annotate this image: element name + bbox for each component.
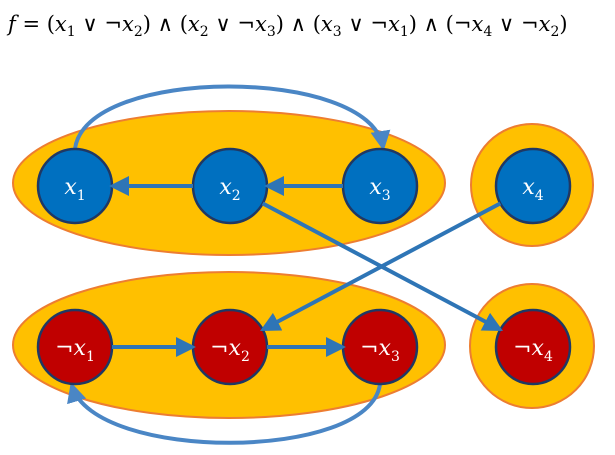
node-label-x3: x3 [369, 175, 390, 204]
edge-x4-to-nx2 [260, 201, 502, 332]
curved-edges-layer [67, 84, 391, 445]
variable-subscript: 4 [544, 349, 553, 365]
edges-layer [109, 176, 503, 357]
negation-symbol: ¬ [360, 336, 378, 361]
variable-symbol: x [522, 175, 535, 200]
variable-subscript: 3 [382, 188, 391, 204]
variable-symbol: x [532, 336, 545, 361]
node-label-x1: x1 [64, 175, 85, 204]
node-label-nx3: ¬x3 [360, 336, 400, 365]
node-nx3: ¬x3 [341, 308, 419, 386]
negation-symbol: ¬ [55, 336, 73, 361]
edge-x1-to-x3 [73, 84, 391, 151]
formula-close: ) [559, 12, 568, 36]
variable-node-icon [494, 147, 572, 225]
variable-subscript: 2 [232, 188, 241, 204]
formula-clause-1: x1 ∨ ¬x2 [54, 12, 143, 41]
edge-nx3-to-nx1 [67, 382, 382, 445]
node-x2: x2 [191, 147, 269, 225]
formula-title: f = (x1 ∨ ¬x2) ∧ (x2 ∨ ¬x3) ∧ (x3 ∨ ¬x1)… [8, 4, 608, 44]
node-label-nx2: ¬x2 [210, 336, 250, 365]
node-label-x4: x4 [522, 175, 543, 204]
node-nx2: ¬x2 [191, 308, 269, 386]
formula-and-1: ) ∧ ( [142, 12, 188, 36]
node-x1: x1 [36, 147, 114, 225]
formula-clause-3: x3 ∨ ¬x1 [320, 12, 409, 41]
node-label-x2: x2 [219, 175, 240, 204]
formula-clause-2: x2 ∨ ¬x3 [187, 12, 276, 41]
node-x3: x3 [341, 147, 419, 225]
node-nx4: ¬x4 [494, 308, 572, 386]
formula-function-name: f [8, 12, 16, 36]
variable-symbol: x [369, 175, 382, 200]
variable-symbol: x [64, 175, 77, 200]
negation-symbol: ¬ [513, 336, 531, 361]
node-label-nx1: ¬x1 [55, 336, 95, 365]
variable-subscript: 3 [391, 349, 400, 365]
node-label-nx4: ¬x4 [513, 336, 553, 365]
node-x4: x4 [494, 147, 572, 225]
formula-and-2: ) ∧ ( [275, 12, 321, 36]
formula-equals: = ( [15, 12, 55, 36]
literal-node-icon [494, 308, 572, 386]
variable-subscript: 1 [86, 349, 95, 365]
variable-symbol: x [74, 336, 87, 361]
node-nx1: ¬x1 [36, 308, 114, 386]
negation-symbol: ¬ [210, 336, 228, 361]
formula-and-3: ) ∧ ( [408, 12, 454, 36]
formula-clause-4: ¬x4 ∨ ¬x2 [453, 12, 560, 41]
variable-symbol: x [379, 336, 392, 361]
variable-subscript: 4 [535, 188, 544, 204]
variable-subscript: 2 [241, 349, 250, 365]
variable-symbol: x [229, 336, 242, 361]
variable-symbol: x [219, 175, 232, 200]
variable-subscript: 1 [77, 188, 86, 204]
